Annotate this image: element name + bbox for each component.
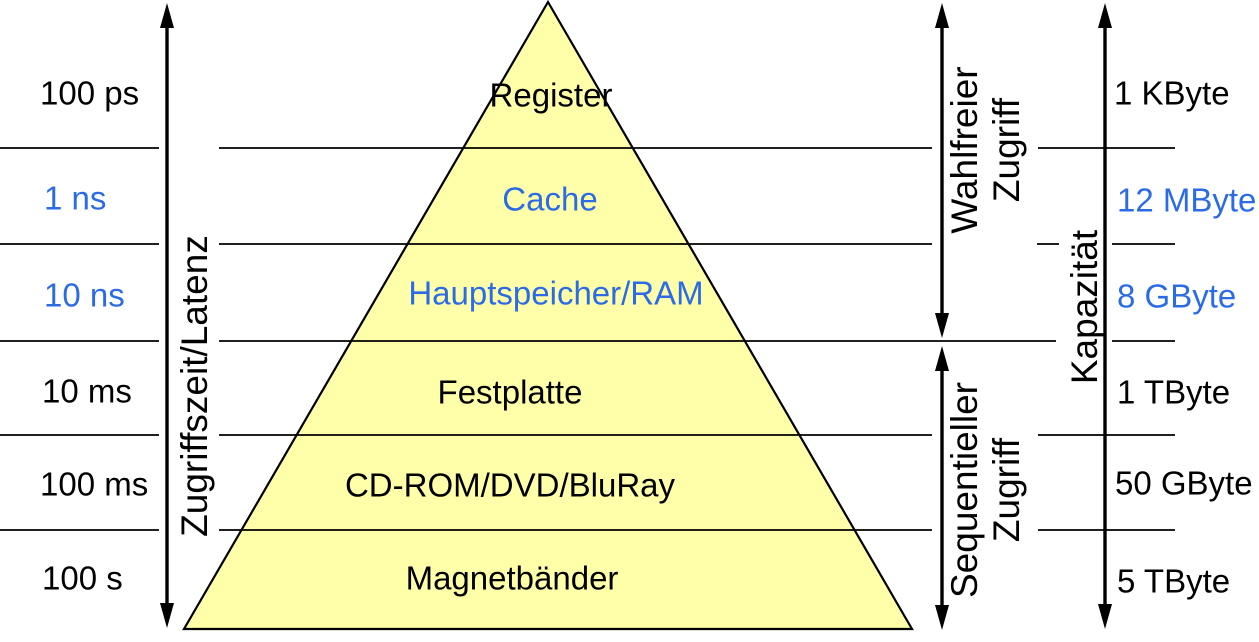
latency-axis-arrow [160, 3, 174, 628]
capacity-label-register: 1 KByte [1114, 74, 1230, 112]
level-label-ram: Hauptspeicher/RAM [408, 274, 704, 312]
pyramid-shape [182, 0, 914, 631]
latency-label-cdrom: 100 ms [40, 465, 149, 503]
level-label-cache: Cache [502, 180, 598, 218]
random-access-arrow [935, 3, 949, 338]
capacity-label-cache: 12 MByte [1117, 181, 1257, 219]
level-label-festplatte: Festplatte [437, 373, 583, 411]
level-label-register: Register [489, 76, 613, 114]
capacity-axis-caption-text: Kapazität [1064, 229, 1105, 385]
arrowhead-down-icon [160, 603, 174, 628]
latency-label-register: 100 ps [40, 74, 140, 112]
sequential-access-caption-line2: Zugriff [986, 437, 1027, 543]
level-label-tape: Magnetbänder [405, 559, 619, 597]
sequential-access-caption: Sequentieller Zugriff [944, 382, 1028, 598]
sequential-access-caption-line1: Sequentieller [944, 382, 985, 598]
arrowhead-up-icon [935, 346, 949, 371]
capacity-axis-arrow [1098, 3, 1112, 629]
latency-axis-caption-text: Zugriffszeit/Latenz [174, 235, 215, 537]
latency-label-cache: 1 ns [44, 179, 107, 217]
arrowhead-up-icon [160, 3, 174, 28]
arrowhead-down-icon [935, 605, 949, 630]
capacity-label-ram: 8 GByte [1117, 277, 1237, 315]
random-access-caption-line2: Zugriff [986, 97, 1027, 203]
capacity-label-tape: 5 TByte [1117, 562, 1231, 600]
capacity-label-festplatte: 1 TByte [1117, 373, 1231, 411]
latency-label-tape: 100 s [42, 559, 123, 597]
capacity-label-cdrom: 50 GByte [1115, 464, 1253, 502]
latency-axis-caption: Zugriffszeit/Latenz [174, 235, 216, 537]
sequential-access-arrow [935, 346, 949, 630]
random-access-caption: Wahlfreier Zugriff [944, 66, 1028, 233]
capacity-axis-caption: Kapazität [1064, 230, 1106, 384]
arrowhead-down-icon [1098, 604, 1112, 629]
latency-label-festplatte: 10 ms [42, 372, 132, 410]
level-label-cdrom: CD-ROM/DVD/BluRay [344, 466, 676, 504]
latency-label-ram: 10 ns [44, 276, 125, 314]
arrowhead-up-icon [935, 3, 949, 28]
arrowhead-up-icon [1098, 3, 1112, 28]
random-access-caption-line1: Wahlfreier [944, 66, 985, 234]
arrowhead-down-icon [935, 313, 949, 338]
